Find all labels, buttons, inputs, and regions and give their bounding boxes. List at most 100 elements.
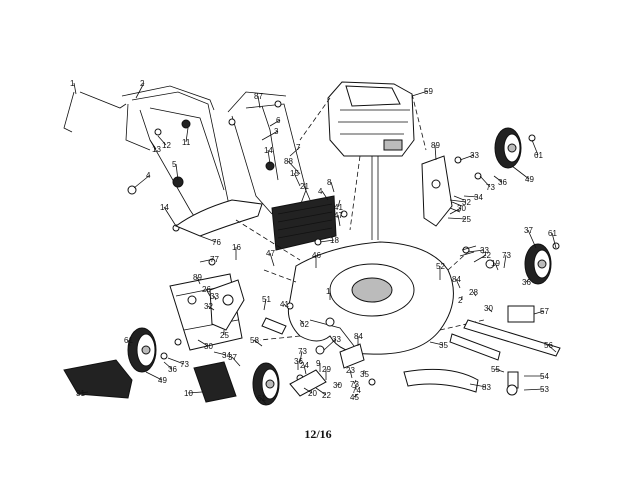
callout-61: 61 — [124, 336, 133, 345]
leader-line — [449, 199, 467, 203]
callout-36: 36 — [294, 357, 303, 366]
callout-73: 73 — [502, 251, 511, 260]
leader-line — [353, 393, 359, 398]
leader-line — [185, 127, 189, 143]
callout-18: 18 — [330, 236, 339, 245]
callout-57: 57 — [540, 307, 549, 316]
page-number: 12/16 — [304, 427, 331, 441]
leader-line — [257, 95, 261, 109]
leader-line — [213, 295, 217, 301]
mulch-plug-10 — [193, 361, 237, 403]
height-adjuster-right — [421, 155, 453, 227]
callout-20: 20 — [308, 389, 317, 398]
upper-handle — [63, 85, 231, 223]
callout-87: 87 — [254, 92, 263, 101]
leader-line — [494, 262, 499, 271]
leader-line — [319, 239, 335, 243]
hardware — [160, 134, 560, 397]
callout-84: 84 — [354, 332, 363, 341]
callout-45: 45 — [350, 393, 359, 402]
callout-61: 61 — [548, 229, 557, 238]
callout-88: 88 — [284, 157, 293, 166]
callout-73: 73 — [180, 360, 189, 369]
callout-30: 30 — [457, 204, 466, 213]
leader-line — [133, 174, 151, 189]
leader-line — [469, 383, 487, 388]
leader-line — [525, 277, 531, 283]
wheel-rear-left — [127, 327, 157, 373]
callout-76: 76 — [212, 238, 221, 247]
leader-line — [197, 339, 209, 347]
callout-32: 32 — [462, 198, 471, 207]
leader-line — [267, 149, 271, 165]
callout-53: 53 — [540, 385, 549, 394]
callout-30: 30 — [204, 342, 213, 351]
callout-46: 46 — [312, 251, 321, 260]
callout-21: 21 — [300, 182, 309, 191]
leader-line — [455, 278, 461, 289]
callout-49: 49 — [525, 175, 534, 184]
callout-14: 14 — [160, 203, 169, 212]
leader-line — [205, 288, 211, 297]
callout-34: 34 — [474, 193, 483, 202]
leader-line — [253, 339, 263, 347]
leader-line — [434, 144, 437, 161]
callout-31: 31 — [76, 389, 85, 398]
leader-line — [260, 397, 267, 405]
callout-5: 5 — [172, 160, 177, 169]
callout-52: 52 — [436, 262, 445, 271]
callout-2: 2 — [458, 296, 463, 305]
leader-line — [167, 357, 185, 365]
callout-33: 33 — [210, 292, 219, 301]
callout-3: 3 — [274, 127, 279, 136]
rear-skirt-31 — [63, 359, 133, 399]
leader-line — [494, 368, 505, 373]
leader-line — [269, 252, 275, 267]
leader-line — [330, 181, 335, 193]
wheel-front-right — [524, 243, 552, 285]
callout-24: 24 — [300, 361, 309, 370]
leader-line — [472, 291, 477, 297]
chute-deflector-76 — [174, 199, 263, 237]
callout-47: 47 — [266, 249, 275, 258]
leader-line — [187, 391, 203, 394]
callout-36: 36 — [522, 278, 531, 287]
leader-line — [145, 371, 163, 381]
callout-61: 61 — [534, 151, 543, 160]
callout-74: 74 — [352, 386, 361, 395]
callout-11: 11 — [182, 138, 191, 147]
leader-line — [551, 232, 557, 249]
leader-line — [467, 249, 485, 253]
leader-line — [411, 90, 429, 97]
callout-7: 7 — [296, 143, 301, 152]
leader-line — [261, 130, 279, 141]
grass-chute-21 — [271, 195, 337, 251]
callout-83: 83 — [482, 383, 491, 392]
leader-line — [487, 307, 493, 313]
callout-16: 16 — [232, 243, 241, 252]
callout-55: 55 — [491, 365, 500, 374]
leader-line — [533, 310, 545, 315]
callout-12: 12 — [162, 141, 171, 150]
leader-line — [321, 190, 329, 201]
leader-line — [337, 214, 341, 227]
callout-35: 35 — [360, 370, 369, 379]
callout-54: 54 — [540, 372, 549, 381]
callout-13: 13 — [152, 145, 161, 154]
callout-33: 33 — [470, 151, 479, 160]
callout-58: 58 — [250, 336, 259, 345]
callout-36: 36 — [498, 178, 507, 187]
leader-line — [157, 135, 167, 146]
leader-line — [213, 351, 227, 356]
leader-line — [283, 303, 287, 307]
callout-10: 10 — [184, 389, 193, 398]
callout-22: 22 — [482, 251, 491, 260]
callout-34: 34 — [222, 351, 231, 360]
leader-line — [493, 175, 503, 183]
callout-33: 33 — [480, 246, 489, 255]
callout-89: 89 — [193, 273, 202, 282]
callout-59: 59 — [424, 87, 433, 96]
callout-33: 33 — [332, 335, 341, 344]
callout-37: 37 — [524, 226, 533, 235]
